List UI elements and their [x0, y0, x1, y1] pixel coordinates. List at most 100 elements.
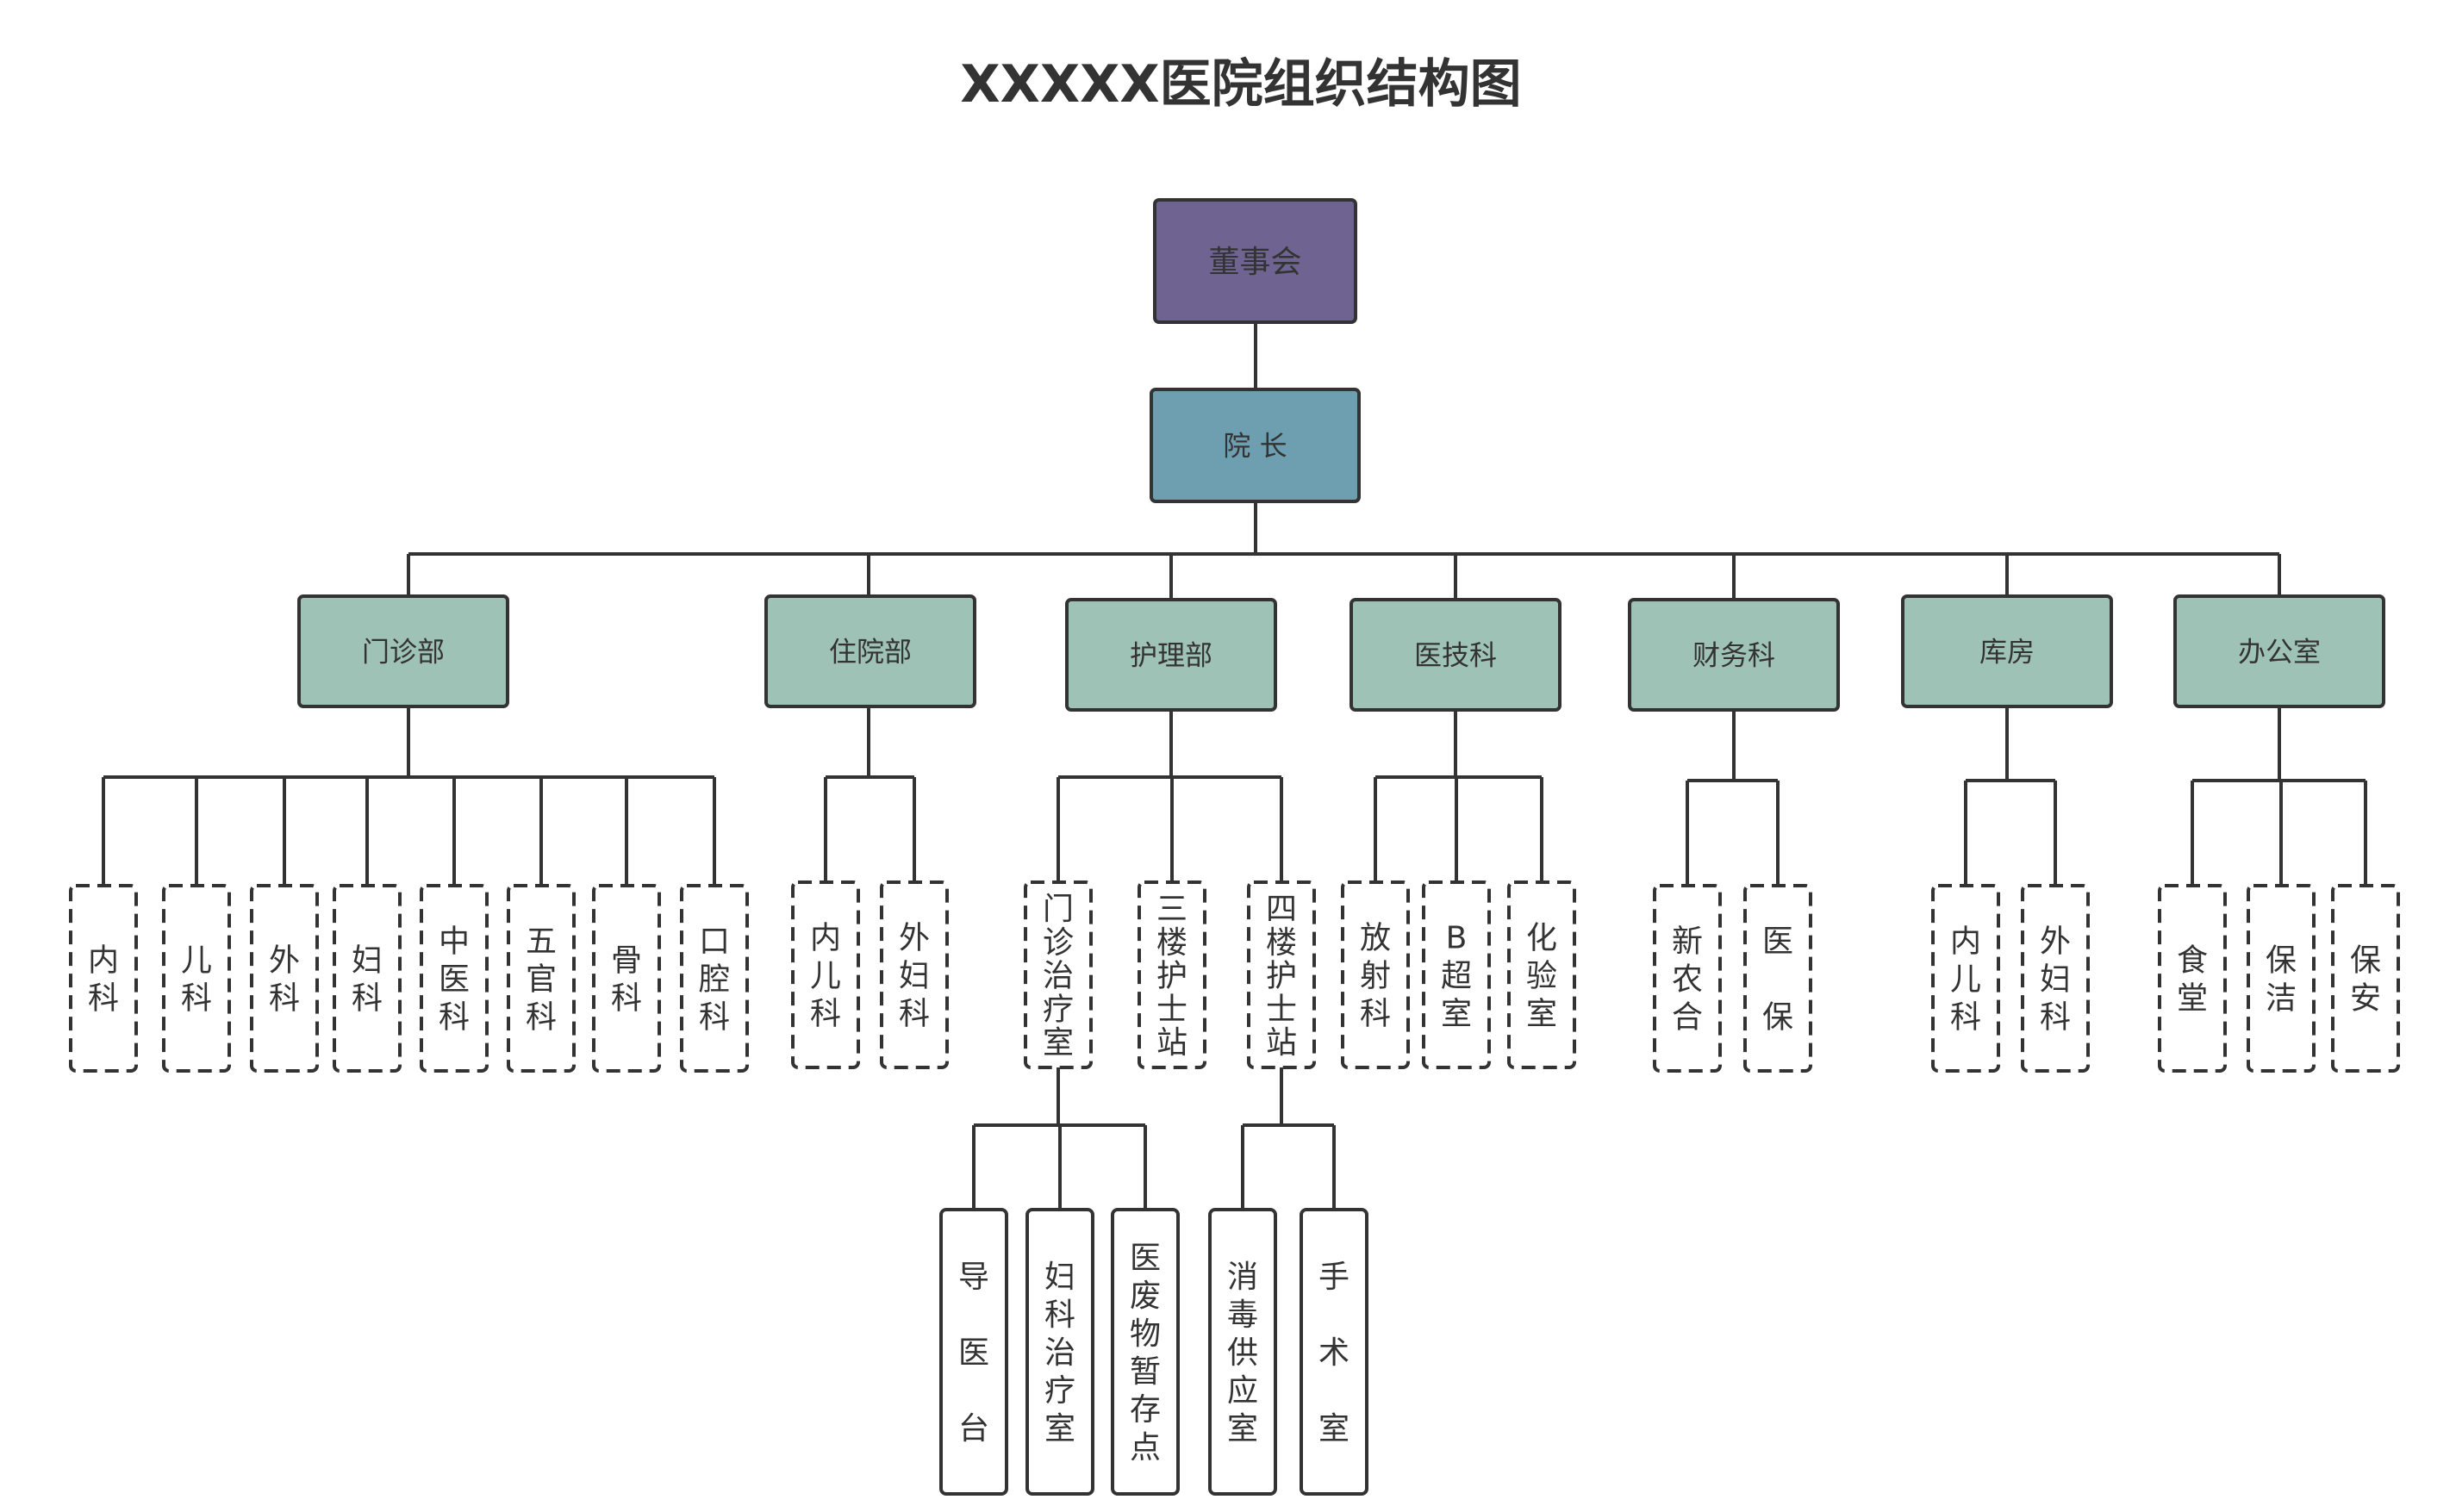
board-node-label: 董事会	[1208, 245, 1301, 280]
dept-node-5-box	[1901, 594, 2113, 708]
unit-node-0-1: 儿科	[162, 884, 231, 1073]
unit-node-1-1: 外妇科	[880, 880, 949, 1069]
unit-node-0-4-label: 中医科	[439, 924, 470, 1036]
unit-node-0-7-box	[680, 884, 749, 1073]
unit-node-6-1-box	[2247, 884, 2316, 1073]
unit-node-3-0-box	[1341, 880, 1410, 1069]
dept-node-3: 医技科	[1350, 598, 1561, 712]
connector-lines	[102, 322, 2367, 1210]
unit-node-5-1-box	[2021, 884, 2090, 1073]
page-title: XXXXX医院组织结构图	[960, 54, 1521, 115]
subunit-node-0-2: 医废物暂存点	[1111, 1208, 1180, 1496]
unit-node-0-4: 中医科	[420, 884, 489, 1073]
unit-node-0-5: 五官科	[507, 884, 576, 1073]
subunit-node-2-1-box	[1300, 1208, 1368, 1496]
dept-node-5-label: 库房	[1979, 636, 2035, 669]
unit-node-3-2-box	[1507, 880, 1576, 1069]
unit-node-0-4-box	[420, 884, 489, 1073]
dept-node-3-box	[1350, 598, 1561, 712]
subunit-node-0-1-box	[1025, 1208, 1094, 1496]
dept-node-1-box	[764, 594, 976, 708]
unit-node-0-5-label: 五官科	[526, 924, 557, 1036]
dept-node-6: 办公室	[2173, 594, 2385, 708]
unit-node-5-0-label: 内儿科	[1950, 924, 1981, 1036]
dept-node-4-box	[1628, 598, 1840, 712]
dept-node-0-label: 门诊部	[362, 636, 445, 669]
unit-node-0-2-label: 外科	[269, 943, 300, 1017]
unit-node-6-2-box	[2331, 884, 2400, 1073]
subunit-node-0-1-label: 妇科治疗室	[1044, 1260, 1075, 1447]
dept-node-6-label: 办公室	[2238, 636, 2321, 669]
unit-node-2-0: 门诊治疗室	[1024, 880, 1093, 1069]
unit-node-2-1-box	[1138, 880, 1206, 1069]
subunit-node-2-0-label: 消毒供应室	[1227, 1260, 1258, 1447]
dept-node-4-label: 财务科	[1692, 639, 1775, 672]
unit-node-0-3-label: 妇科	[352, 943, 383, 1017]
unit-node-4-1-box	[1743, 884, 1812, 1073]
dept-node-2-label: 护理部	[1130, 639, 1212, 672]
subunit-node-2-1: 手 术 室	[1300, 1208, 1368, 1496]
unit-node-4-0-box	[1653, 884, 1722, 1073]
unit-node-1-0: 内儿科	[791, 880, 860, 1069]
unit-node-3-0-label: 放射科	[1360, 921, 1391, 1032]
unit-node-0-3: 妇科	[333, 884, 402, 1073]
unit-node-0-3-box	[333, 884, 402, 1073]
unit-node-0-1-box	[162, 884, 231, 1073]
unit-node-0-6: 骨科	[592, 884, 661, 1073]
dept-node-1-label: 住院部	[829, 636, 912, 669]
unit-node-4-1-label: 医 保	[1762, 924, 1793, 1036]
unit-node-6-2-label: 保安	[2350, 943, 2381, 1017]
board-node-box	[1153, 198, 1357, 324]
unit-node-4-0-label: 新农合	[1672, 924, 1703, 1036]
president-node-label: 院 长	[1223, 430, 1287, 463]
dept-node-4: 财务科	[1628, 598, 1840, 712]
unit-node-0-6-label: 骨科	[611, 943, 642, 1017]
unit-node-1-1-label: 外妇科	[899, 921, 930, 1032]
unit-node-3-1-box	[1422, 880, 1491, 1069]
dept-node-6-box	[2173, 594, 2385, 708]
unit-node-3-0: 放射科	[1341, 880, 1410, 1069]
unit-node-6-1-label: 保洁	[2266, 943, 2297, 1017]
subunit-node-0-0-label: 导 医 台	[958, 1260, 989, 1447]
subunit-node-0-0: 导 医 台	[939, 1208, 1008, 1496]
subunit-node-0-2-box	[1111, 1208, 1180, 1496]
unit-node-0-0-box	[69, 884, 138, 1073]
president-node-box	[1150, 388, 1361, 503]
dept-node-5: 库房	[1901, 594, 2113, 708]
subunit-node-0-2-label: 医废物暂存点	[1130, 1241, 1161, 1465]
unit-node-5-1-label: 外妇科	[2040, 924, 2071, 1036]
unit-node-6-1: 保洁	[2247, 884, 2316, 1073]
unit-node-6-2: 保安	[2331, 884, 2400, 1073]
unit-node-4-0: 新农合	[1653, 884, 1722, 1073]
unit-node-4-1: 医 保	[1743, 884, 1812, 1073]
unit-node-5-0-box	[1931, 884, 2000, 1073]
dept-node-1: 住院部	[764, 594, 976, 708]
president-node: 院 长	[1150, 388, 1361, 503]
unit-node-2-2-label: 四楼护士站	[1266, 892, 1297, 1061]
unit-node-3-2-label: 化验室	[1526, 921, 1557, 1032]
dept-node-2-box	[1065, 598, 1277, 712]
subunit-node-2-0-box	[1208, 1208, 1277, 1496]
dept-node-3-label: 医技科	[1414, 639, 1497, 672]
unit-node-0-0: 内科	[69, 884, 138, 1073]
unit-node-6-0-label: 食堂	[2177, 943, 2208, 1017]
dept-node-2: 护理部	[1065, 598, 1277, 712]
unit-node-2-0-box	[1024, 880, 1093, 1069]
unit-node-0-2: 外科	[250, 884, 319, 1073]
unit-node-0-1-label: 儿科	[181, 943, 212, 1017]
subunit-node-0-0-box	[939, 1208, 1008, 1496]
unit-node-0-5-box	[507, 884, 576, 1073]
unit-node-0-7-label: 口腔科	[699, 924, 730, 1036]
unit-node-2-1-label: 三楼护士站	[1156, 892, 1187, 1061]
unit-node-0-0-label: 内科	[88, 943, 119, 1017]
unit-node-1-0-label: 内儿科	[810, 921, 841, 1032]
subunit-node-0-1: 妇科治疗室	[1025, 1208, 1094, 1496]
unit-node-2-1: 三楼护士站	[1138, 880, 1206, 1069]
unit-node-3-2: 化验室	[1507, 880, 1576, 1069]
dept-node-0-box	[297, 594, 509, 708]
unit-node-1-0-box	[791, 880, 860, 1069]
